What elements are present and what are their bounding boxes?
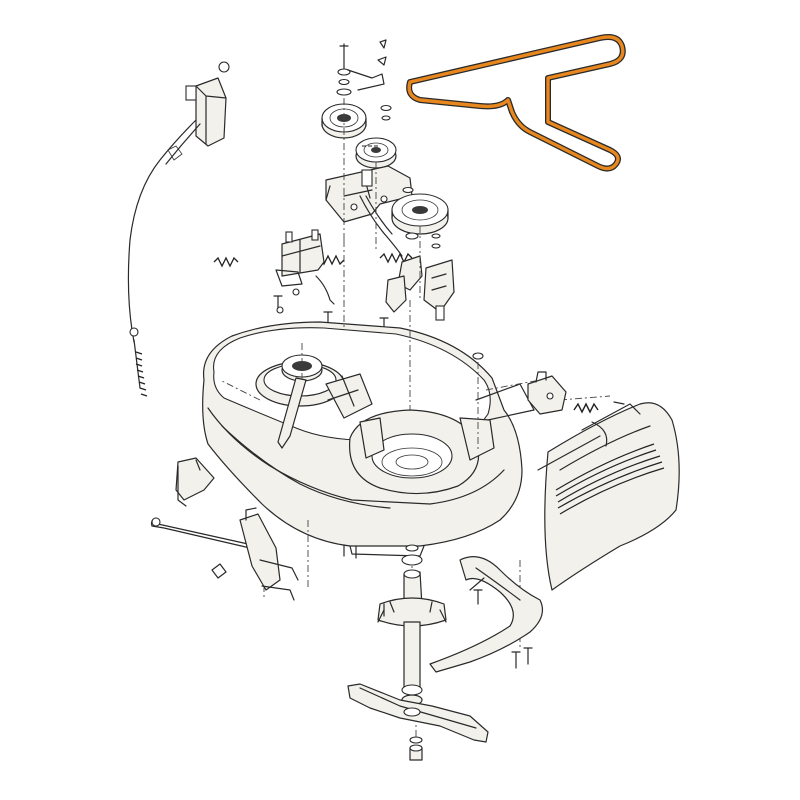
stabilizer-bracket [527,371,625,415]
deck-hanger-bracket-left [150,457,299,601]
cable-knob [218,61,230,73]
spindle-assembly[interactable] [377,554,447,706]
mower-blade[interactable] [347,683,489,743]
deck-hanger-bracket [275,229,455,321]
spindle-hardware [383,544,483,617]
flat-idler-pulley[interactable] [355,137,397,169]
drive-belt-highlight [407,35,625,171]
drive-belt[interactable] [406,34,626,172]
drive-pulley[interactable] [391,186,449,249]
deck-lift-cable[interactable] [127,61,230,397]
idler-pulley[interactable] [321,103,367,139]
blade-bolt[interactable] [409,736,423,761]
deflector-chute[interactable] [537,402,680,591]
belt-guard [429,556,543,673]
idler-arm[interactable] [325,165,413,257]
